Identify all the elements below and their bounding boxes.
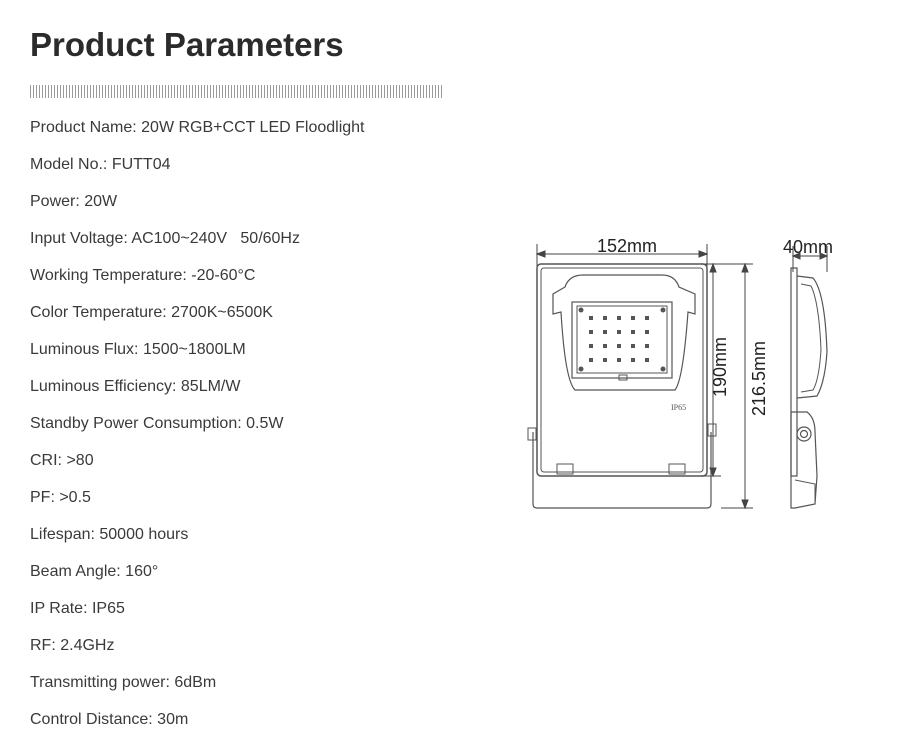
width-dimension xyxy=(535,244,709,268)
led-array xyxy=(578,307,666,372)
param-transmitting-power: Transmitting power: 6dBm xyxy=(30,674,217,691)
param-cri: CRI: >80 xyxy=(30,452,94,469)
led-chip xyxy=(631,344,635,348)
param-luminous-efficiency: Luminous Efficiency: 85LM/W xyxy=(30,378,241,395)
led-chip xyxy=(617,344,621,348)
decorative-divider xyxy=(30,85,444,98)
led-chip xyxy=(603,316,607,320)
led-chip xyxy=(631,330,635,334)
led-chip xyxy=(617,316,621,320)
led-chip xyxy=(603,344,607,348)
page-title: Product Parameters xyxy=(30,26,344,63)
led-chip xyxy=(631,358,635,362)
floodlight-front-view xyxy=(527,263,717,509)
total-height-dimension xyxy=(721,262,753,510)
led-chip xyxy=(589,344,593,348)
ip-rating-mark: IP65 xyxy=(671,403,686,412)
depth-label: 40mm xyxy=(783,237,833,257)
led-chip xyxy=(645,358,649,362)
param-working-temperature: Working Temperature: -20-60°C xyxy=(30,267,256,284)
height-label: 190mm xyxy=(710,337,730,397)
param-lifespan: Lifespan: 50000 hours xyxy=(30,526,189,543)
param-luminous-flux: Luminous Flux: 1500~1800LM xyxy=(30,341,246,358)
param-input-voltage: Input Voltage: AC100~240V 50/60Hz xyxy=(30,230,300,247)
param-pf: PF: >0.5 xyxy=(30,489,91,506)
param-power: Power: 20W xyxy=(30,193,118,210)
led-chip xyxy=(617,358,621,362)
param-model-no: Model No.: FUTT04 xyxy=(30,156,171,173)
led-chip xyxy=(603,330,607,334)
led-chip xyxy=(589,316,593,320)
param-ip-rate: IP Rate: IP65 xyxy=(30,600,125,617)
parameter-list: Product Name: 20W RGB+CCT LED Floodlight… xyxy=(30,116,365,745)
param-beam-angle: Beam Angle: 160° xyxy=(30,563,159,580)
led-grid xyxy=(589,316,649,362)
led-chip xyxy=(603,358,607,362)
floodlight-side-view xyxy=(790,267,828,509)
led-chip xyxy=(631,316,635,320)
param-color-temperature: Color Temperature: 2700K~6500K xyxy=(30,304,273,321)
param-rf: RF: 2.4GHz xyxy=(30,637,115,654)
param-product-name: Product Name: 20W RGB+CCT LED Floodlight xyxy=(30,119,365,136)
led-chip xyxy=(589,330,593,334)
height-dimension xyxy=(701,262,721,478)
width-label: 152mm xyxy=(597,236,657,256)
led-chip xyxy=(645,316,649,320)
depth-dimension xyxy=(791,246,829,272)
led-chip xyxy=(617,330,621,334)
led-chip xyxy=(645,330,649,334)
led-chip xyxy=(645,344,649,348)
floodlight-dimension-drawing: 152mm IP65 190mm 216.5mm xyxy=(527,236,833,510)
param-standby-power: Standby Power Consumption: 0.5W xyxy=(30,415,284,432)
led-chip xyxy=(589,358,593,362)
param-control-distance: Control Distance: 30m xyxy=(30,711,189,728)
total-height-label: 216.5mm xyxy=(749,341,769,416)
